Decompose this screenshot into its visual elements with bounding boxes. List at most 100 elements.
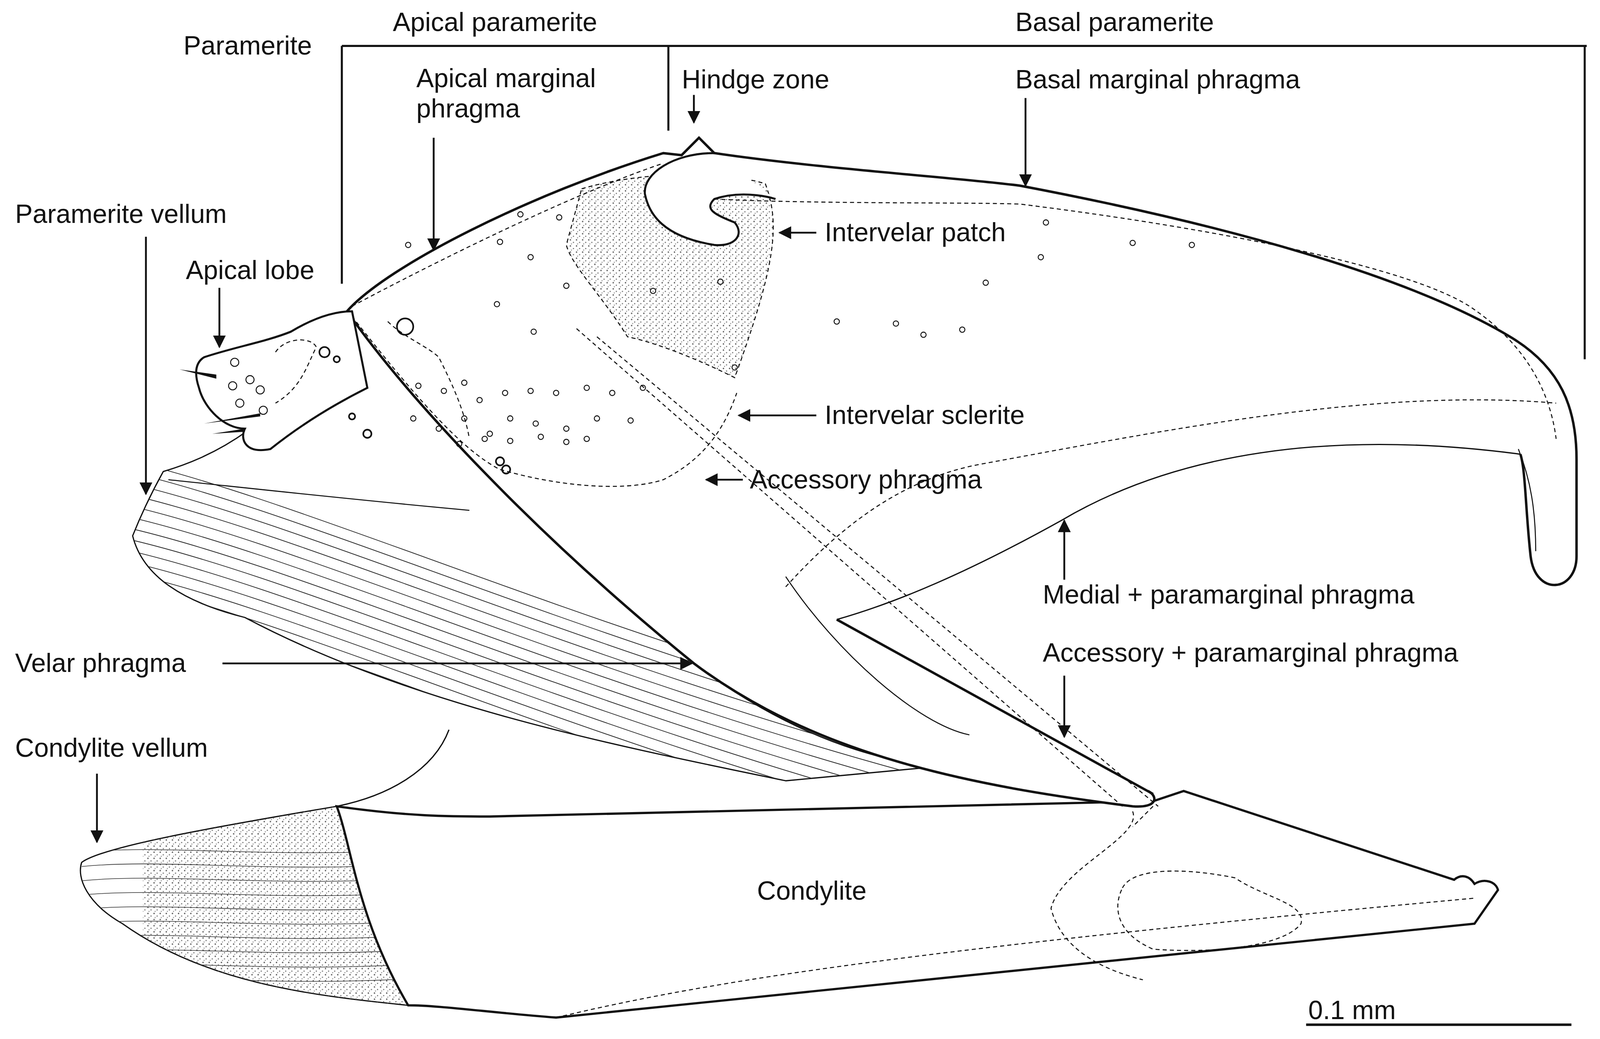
seta-socket [461, 415, 467, 422]
part-label: Accessory phragma [749, 464, 982, 495]
striation [122, 818, 980, 1039]
part-label: Paramerite vellum [15, 199, 227, 230]
seta-socket [494, 301, 500, 307]
seta-socket [594, 415, 600, 422]
striation [122, 739, 980, 1016]
seta-socket [920, 331, 927, 338]
seta-socket [640, 385, 646, 391]
vellum-wrinkle [81, 963, 408, 967]
seta-socket [983, 280, 989, 286]
part-label: Condylite vellum [15, 732, 208, 763]
seta-socket [650, 288, 656, 294]
vellum-wrinkle [81, 949, 408, 953]
seta-socket [563, 425, 569, 432]
seta-socket [481, 436, 488, 442]
seta-socket [456, 441, 462, 447]
seta-socket [487, 431, 493, 437]
seta-socket [959, 326, 965, 332]
pore [349, 413, 356, 420]
seta-socket [405, 242, 411, 248]
condylite-inner [1117, 870, 1302, 951]
seta-socket [256, 385, 265, 395]
seta-socket [609, 390, 615, 396]
seta-socket [497, 239, 503, 245]
part-label: Basal paramerite [1015, 7, 1214, 38]
seta-socket [461, 380, 467, 386]
apical-lobe-inner [275, 339, 317, 404]
pore [396, 318, 414, 335]
seta-socket [507, 415, 513, 422]
seta-socket [228, 381, 237, 391]
vellum-wrinkle [81, 977, 408, 982]
pore [363, 429, 372, 438]
paramerite-outline [347, 137, 1577, 807]
seta-socket [476, 397, 482, 403]
seta-socket [415, 382, 421, 389]
seta-socket [532, 420, 539, 426]
striation [122, 784, 980, 1039]
part-label: Velar phragma [15, 647, 186, 679]
part-label: Intervelar sclerite [824, 400, 1025, 431]
vellum-wrinkle [81, 920, 408, 925]
part-label: Apical marginal phragma [416, 63, 667, 124]
part-label: Basal marginal phragma [1015, 64, 1300, 95]
vellum-fold [168, 479, 470, 511]
leader-arrow [97, 94, 1065, 842]
pore [501, 465, 511, 474]
vellum-wrinkle [81, 935, 408, 939]
seta-socket [441, 388, 447, 394]
part-label: Apical lobe [185, 255, 315, 286]
seta-socket [584, 385, 590, 391]
part-label: Hindge zone [681, 64, 830, 95]
seta-socket [259, 405, 268, 415]
part-label: Paramerite [183, 30, 313, 61]
seta-socket [530, 329, 537, 335]
seta-socket [507, 438, 513, 444]
paramerite-body [347, 137, 1577, 809]
seta-socket [527, 388, 533, 394]
vellum-wrinkle [81, 906, 408, 910]
dashed-phragma [352, 163, 1557, 827]
pore [495, 457, 505, 466]
seta-socket [628, 417, 634, 424]
setae [228, 211, 1195, 474]
part-label: Condylite [757, 875, 867, 906]
striation [122, 807, 980, 1039]
seta-socket [553, 390, 559, 396]
striation [122, 717, 980, 993]
seta-socket [584, 436, 590, 442]
seta-socket [893, 320, 899, 326]
connector-line [336, 729, 449, 806]
seta-socket [1043, 219, 1049, 225]
seta-socket [1129, 240, 1136, 246]
part-label: Intervelar patch [824, 217, 1006, 248]
seta-socket [563, 439, 569, 445]
seta-socket [538, 434, 544, 440]
scale-label: 0.1 mm [1308, 995, 1396, 1026]
hinge-loop [644, 153, 776, 246]
part-label: Medial + paramarginal phragma [1042, 579, 1415, 610]
seta-socket [230, 358, 239, 367]
seta-socket [1038, 254, 1044, 260]
seta-socket [410, 415, 416, 422]
seta-socket [717, 279, 723, 285]
striation [122, 762, 980, 1038]
seta-socket [527, 254, 533, 260]
setae-bristles [179, 369, 261, 434]
part-label: Apical paramerite [392, 7, 598, 38]
seta-socket [834, 318, 840, 324]
apical-lobe [196, 311, 368, 451]
seta-socket [556, 214, 562, 220]
pore [319, 347, 330, 358]
seta-socket [235, 398, 244, 408]
striation [122, 829, 980, 1039]
striation [122, 728, 980, 1005]
condylite-outline [336, 790, 1499, 1018]
seta-socket [563, 282, 569, 289]
part-label: Accessory + paramarginal phragma [1042, 637, 1459, 668]
seta-socket [436, 425, 442, 432]
pore [333, 356, 340, 363]
seta-socket [1189, 242, 1195, 248]
striation [122, 796, 980, 1039]
